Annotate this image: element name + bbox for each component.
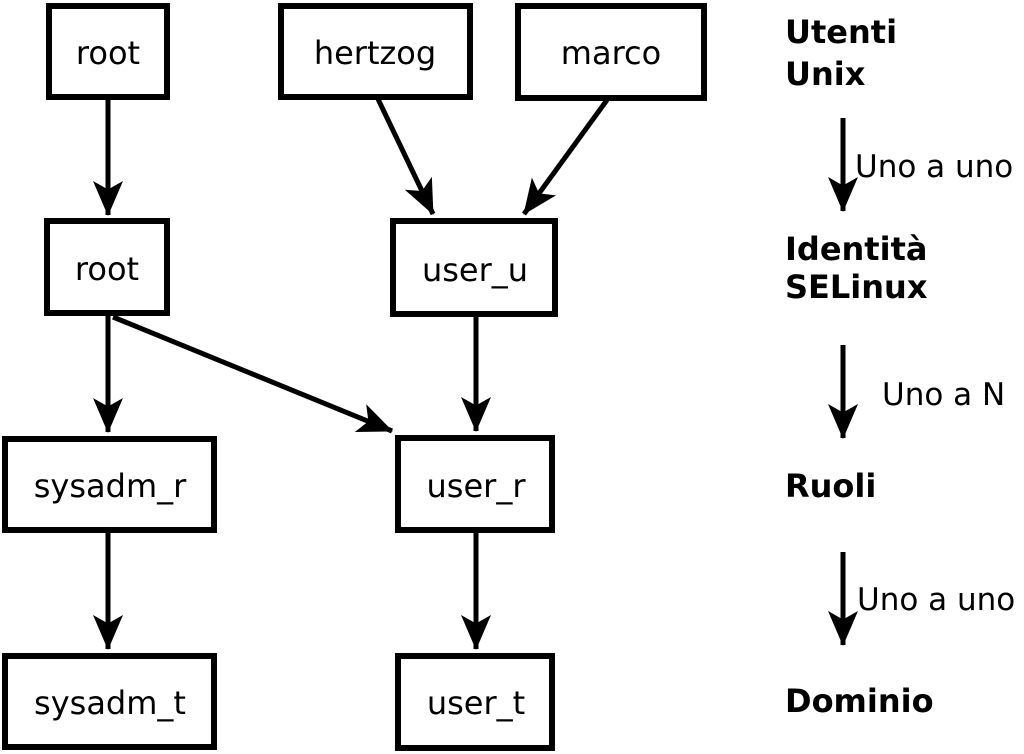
legend-dominio-label: Dominio [785,682,934,720]
node-unix-hertzog-label: hertzog [314,34,436,72]
node-domain-user-t-label: user_t [427,684,525,722]
node-domain-sysadm-t-box [2,653,217,750]
legend-identita-selinux-line1: Identità [785,230,927,268]
node-unix-root-box [46,3,170,100]
node-unix-marco-label: marco [561,34,661,72]
node-role-user-r-label: user_r [427,467,527,505]
legend-identita-selinux-line2: SELinux [785,268,928,306]
legend-relation-uno-a-n: Uno a N [882,377,1005,413]
node-unix-marco-box [515,3,707,101]
node-selinux-user-u-box [390,218,558,317]
node-selinux-user-u-label: user_u [422,251,528,289]
node-unix-root: root [46,3,170,100]
node-domain-user-t: user_t [395,653,555,751]
diagram-edges [93,97,610,650]
node-role-user-r: user_r [395,435,555,533]
node-unix-hertzog-box [278,3,473,100]
legend-utenti-unix-line1: Utenti [785,13,897,51]
arrow-hertzog-to-user-u [375,97,436,216]
arrow-marco-to-user-u [521,98,610,216]
node-role-sysadm-r-label: sysadm_r [34,467,187,505]
node-selinux-user-u: user_u [390,218,558,317]
node-unix-hertzog: hertzog [278,3,473,100]
node-selinux-root-box [44,218,170,316]
node-unix-marco: marco [515,3,707,101]
legend-column: Utenti Unix Uno a uno Identità SELinux U… [785,13,1015,720]
node-selinux-root-label: root [75,250,139,288]
node-domain-user-t-box [395,653,555,751]
legend-utenti-unix-line2: Unix [785,55,866,93]
node-unix-root-label: root [76,34,140,72]
legend-ruoli-label: Ruoli [785,467,876,505]
node-selinux-root: root [44,218,170,316]
node-domain-sysadm-t: sysadm_t [2,653,217,750]
node-role-sysadm-r: sysadm_r [2,436,217,533]
node-role-sysadm-r-box [2,436,217,533]
arrow-selinux-root-to-user-r [112,314,393,434]
legend-relation-uno-a-uno-1: Uno a uno [855,149,1013,185]
legend-relation-uno-a-uno-2: Uno a uno [857,582,1015,618]
node-role-user-r-box [395,435,555,533]
node-domain-sysadm-t-label: sysadm_t [34,684,186,722]
